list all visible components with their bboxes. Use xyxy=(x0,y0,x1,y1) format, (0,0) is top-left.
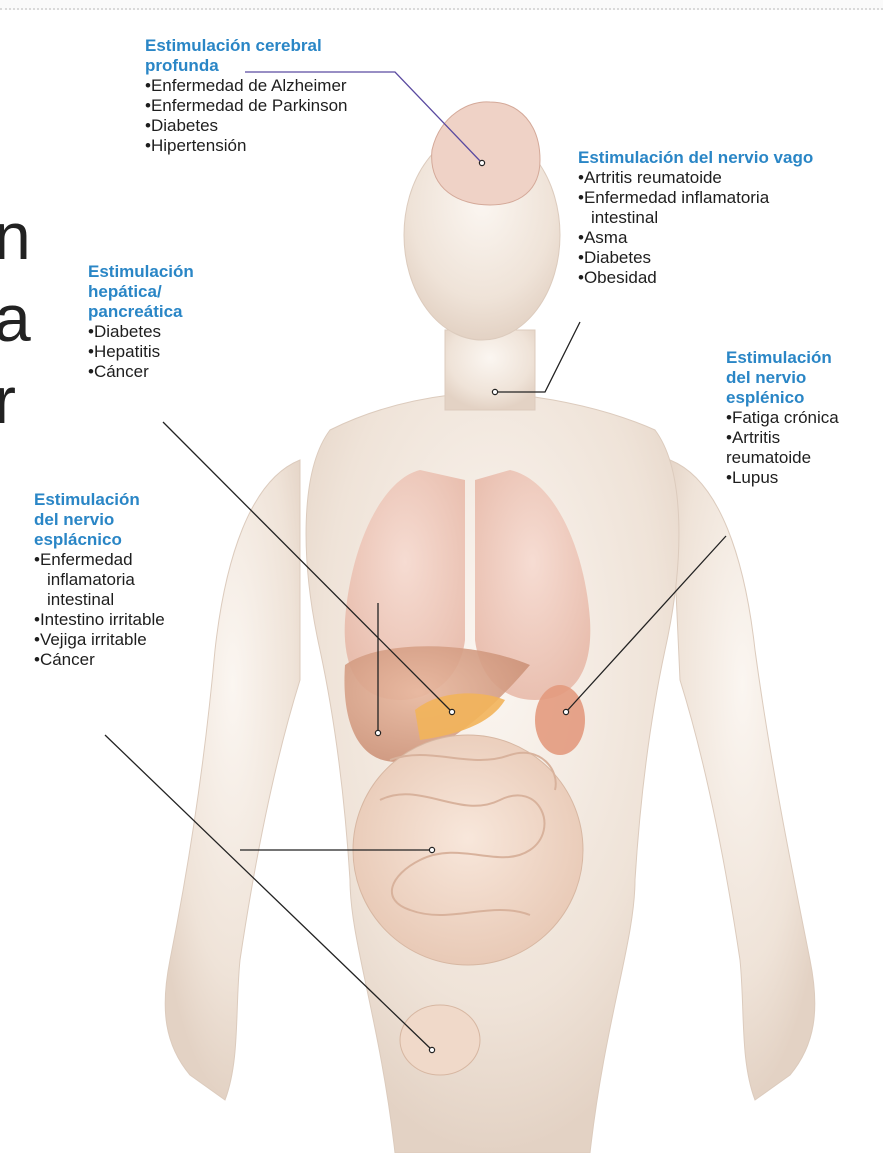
item-esplenico: Fatiga crónica xyxy=(726,408,839,428)
item-cerebral: Enfermedad de Parkinson xyxy=(145,96,348,116)
item-esplacnico-cont: inflamatoria xyxy=(34,570,165,590)
title-esplenico-line2: del nervio xyxy=(726,368,839,388)
item-cerebral: Diabetes xyxy=(145,116,348,136)
item-hepatica: Hepatitis xyxy=(88,342,194,362)
item-vago: Enfermedad inflamatoria xyxy=(578,188,813,208)
item-cerebral: Enfermedad de Alzheimer xyxy=(145,76,348,96)
label-vago: Estimulación del nervio vago Artritis re… xyxy=(578,148,813,288)
item-esplenico-cont: reumatoide xyxy=(726,448,839,468)
label-esplacnico: Estimulación del nervio esplácnico Enfer… xyxy=(34,490,165,670)
title-vago: Estimulación del nervio vago xyxy=(578,148,813,168)
item-esplenico: Artritis xyxy=(726,428,839,448)
item-cerebral: Hipertensión xyxy=(145,136,348,156)
item-esplacnico-cont: intestinal xyxy=(34,590,165,610)
label-cerebral: Estimulación cerebral profunda Enfermeda… xyxy=(145,36,348,156)
title-cerebral-line2: profunda xyxy=(145,56,348,76)
item-vago: Artritis reumatoide xyxy=(578,168,813,188)
item-esplacnico: Enfermedad xyxy=(34,550,165,570)
item-esplacnico: Intestino irritable xyxy=(34,610,165,630)
slide-edge-letters: n a r xyxy=(0,195,31,441)
item-hepatica: Diabetes xyxy=(88,322,194,342)
title-esplacnico-line2: del nervio xyxy=(34,510,165,530)
title-esplenico-line1: Estimulación xyxy=(726,348,839,368)
spleen xyxy=(535,685,585,755)
title-esplacnico-line1: Estimulación xyxy=(34,490,165,510)
title-hepatica-line1: Estimulación xyxy=(88,262,194,282)
label-hepatica: Estimulación hepática/ pancreática Diabe… xyxy=(88,262,194,382)
title-cerebral-line1: Estimulación cerebral xyxy=(145,36,348,56)
item-esplacnico: Cáncer xyxy=(34,650,165,670)
title-esplacnico-line3: esplácnico xyxy=(34,530,165,550)
item-vago: Obesidad xyxy=(578,268,813,288)
bladder xyxy=(400,1005,480,1075)
item-vago-cont: intestinal xyxy=(578,208,813,228)
label-esplenico: Estimulación del nervio esplénico Fatiga… xyxy=(726,348,839,488)
title-hepatica-line3: pancreática xyxy=(88,302,194,322)
title-hepatica-line2: hepática/ xyxy=(88,282,194,302)
title-esplenico-line3: esplénico xyxy=(726,388,839,408)
item-esplacnico: Vejiga irritable xyxy=(34,630,165,650)
item-vago: Asma xyxy=(578,228,813,248)
item-esplenico: Lupus xyxy=(726,468,839,488)
item-vago: Diabetes xyxy=(578,248,813,268)
brain xyxy=(432,102,540,205)
item-hepatica: Cáncer xyxy=(88,362,194,382)
